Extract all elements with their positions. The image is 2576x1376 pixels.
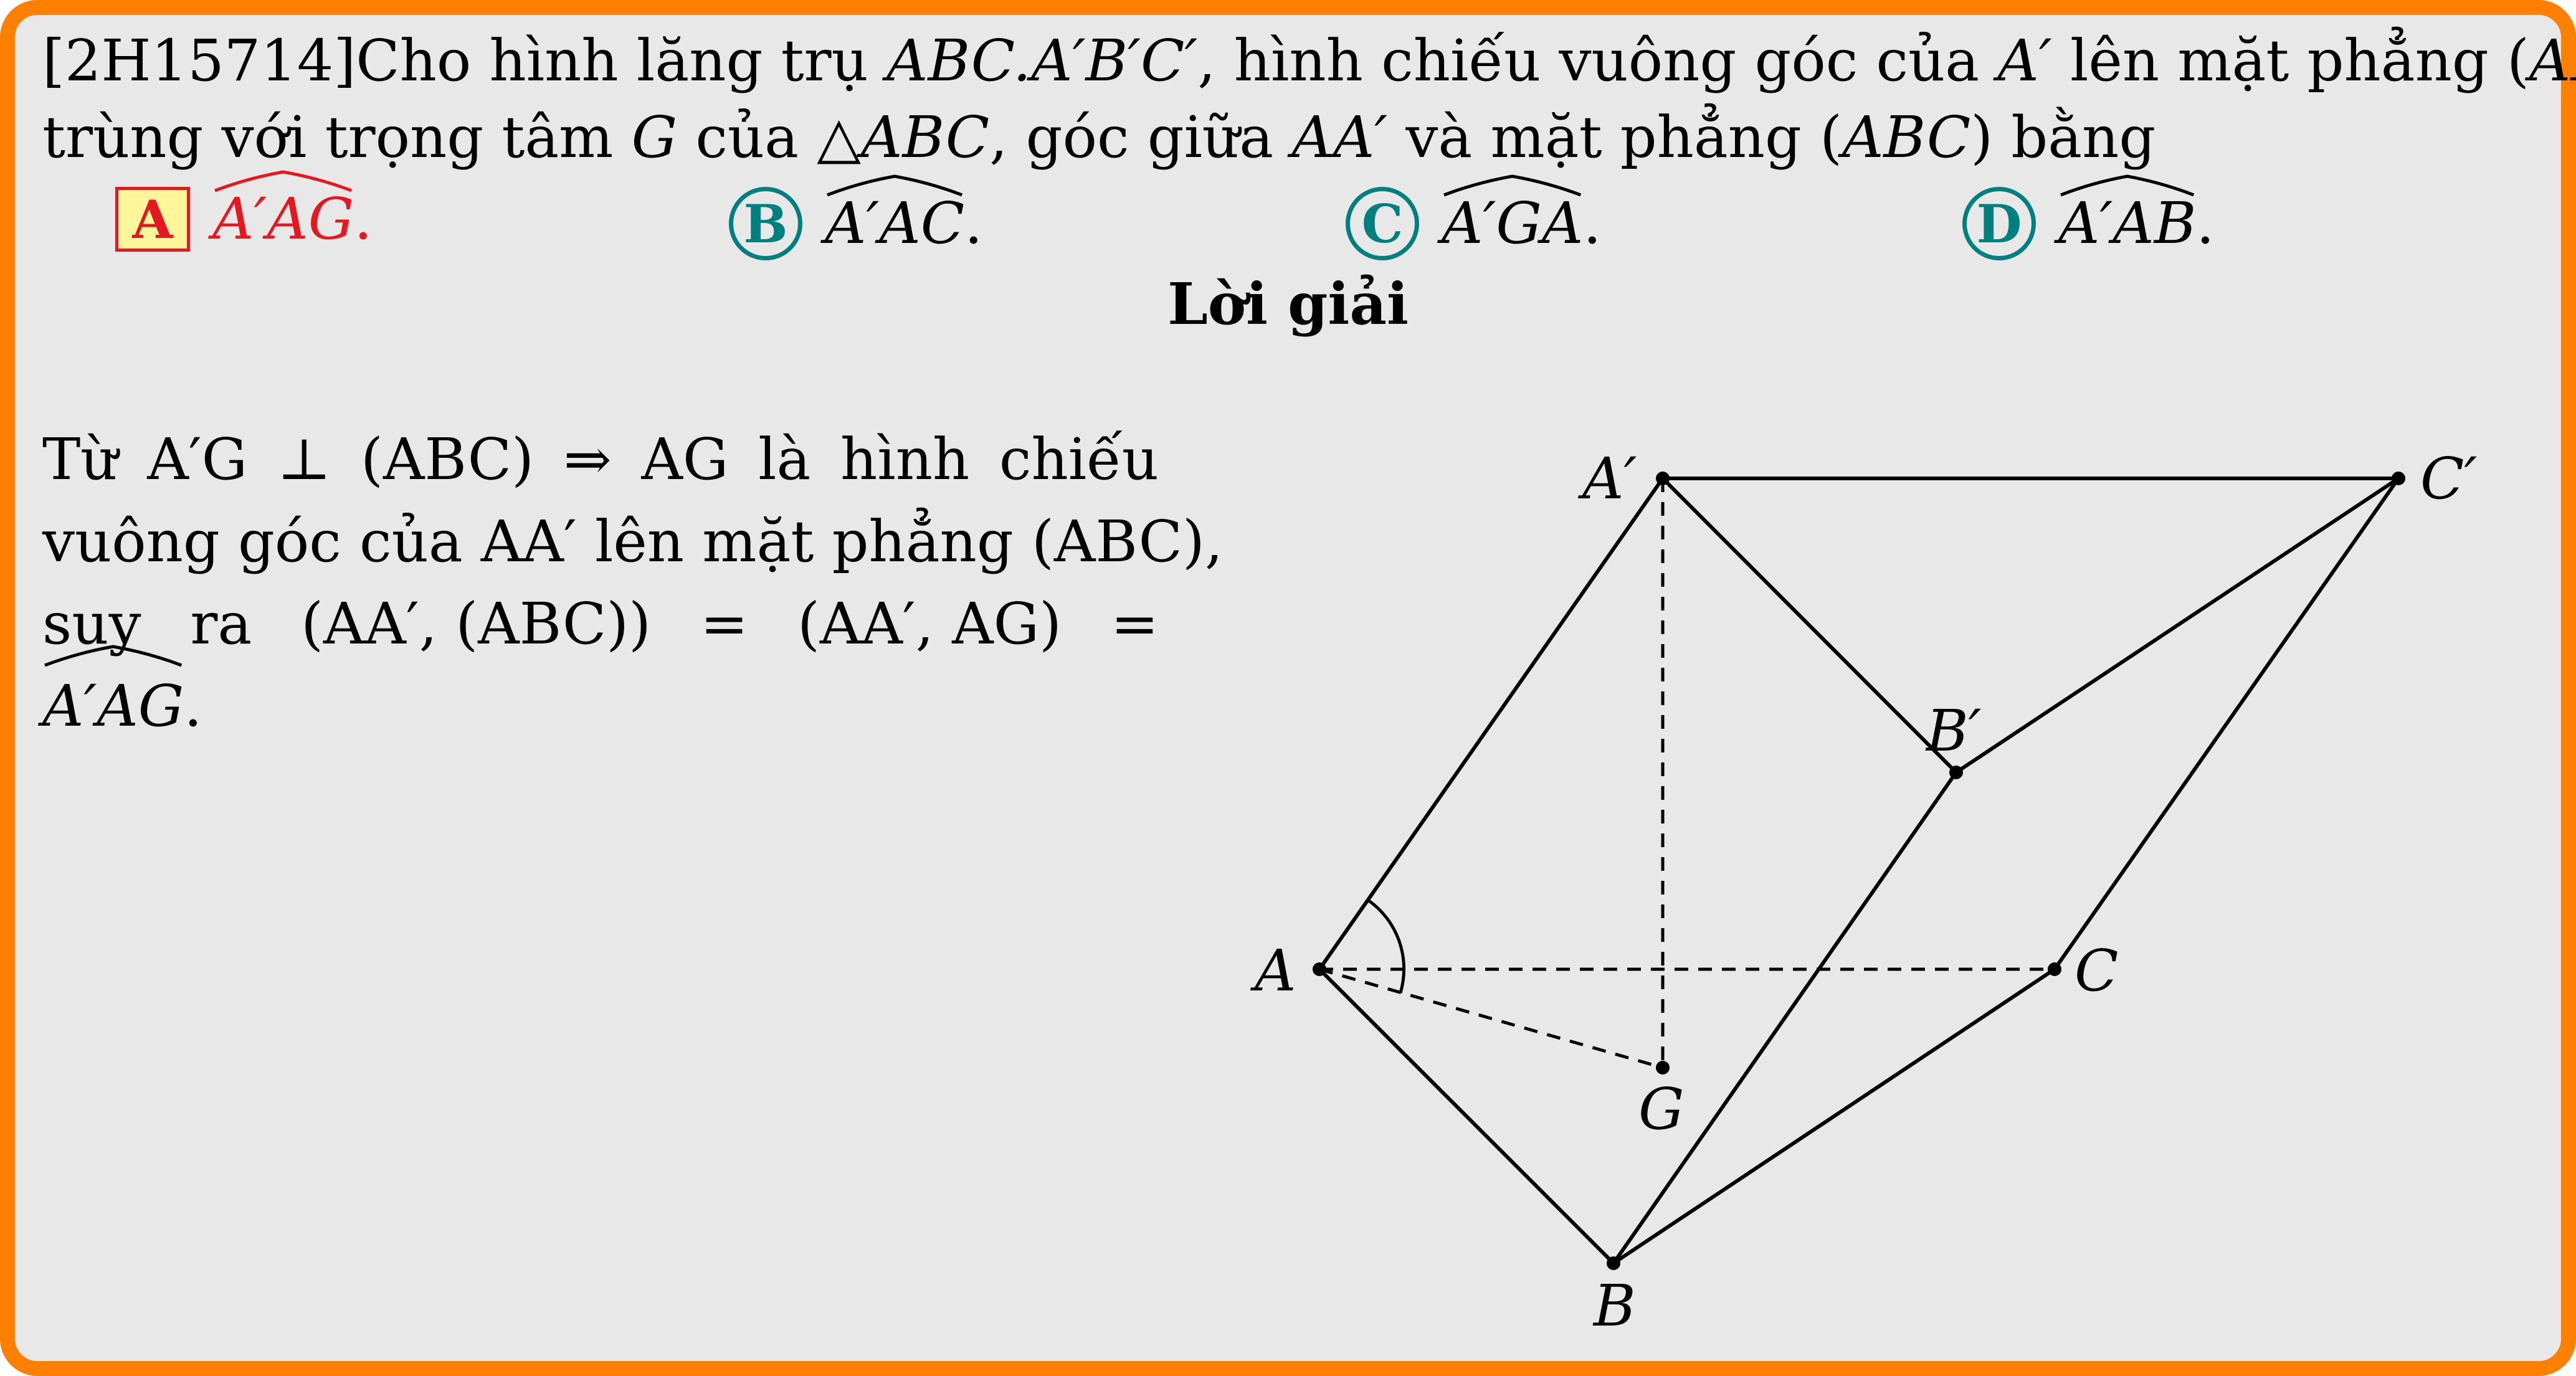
solution-word: (AA′, (ABC)) xyxy=(301,591,652,657)
label-b1: B′ xyxy=(1925,698,1982,764)
choice-a-suffix: . xyxy=(354,186,373,252)
question-line-2-part: ) bằng xyxy=(1970,104,2156,171)
angle-mark xyxy=(1367,898,1406,994)
label-c: C xyxy=(2075,937,2118,1004)
angle-hat-icon xyxy=(44,645,183,667)
choice-b-angle: A′AC xyxy=(825,174,964,252)
solution-line-4-suffix: . xyxy=(184,673,202,739)
solution-word: A′G xyxy=(147,426,248,493)
edge-a1b1 xyxy=(1661,477,1958,774)
edge-b1c1 xyxy=(1955,477,2400,774)
choice-c-suffix: . xyxy=(1583,190,1602,257)
question-line-1: [2H15714]Cho hình lăng trụ ABC.A′B′C′, h… xyxy=(42,32,2576,90)
question-code: [2H15714] xyxy=(42,27,356,94)
question-line-1-part: lên mặt phẳng ( xyxy=(2051,27,2529,94)
label-b: B xyxy=(1592,1273,1636,1339)
choice-c-angle-text: A′GA xyxy=(1442,190,1584,257)
angle-hat-icon xyxy=(1443,174,1582,197)
solution-word: hình xyxy=(840,426,970,493)
label-a: A xyxy=(1250,937,1296,1004)
solution-word: chiếu xyxy=(999,426,1159,493)
choice-b-badge: B xyxy=(729,187,802,260)
vertices xyxy=(1313,472,2405,1270)
angle-hat-icon xyxy=(827,174,963,197)
question-line-2-part: ABC xyxy=(1842,104,1971,171)
solution-angle-text: A′AG xyxy=(42,673,184,739)
solution-word: ⇒ xyxy=(563,426,612,493)
edge-aa1 xyxy=(1318,477,1665,970)
choice-c-badge: C xyxy=(1346,187,1419,260)
choice-b-angle-text: A′AC xyxy=(825,190,965,257)
choice-a-angle-text: A′AG xyxy=(212,186,354,252)
choice-a-angle: A′AG xyxy=(212,170,354,248)
question-line-1-part: Cho hình lăng trụ xyxy=(356,27,887,94)
choice-d-angle: A′AB xyxy=(2058,174,2196,252)
vertex-labels: A′ C′ B′ A C G B xyxy=(1250,445,2477,1339)
solution-word: là xyxy=(758,426,811,493)
question-line-2-part: của △ xyxy=(677,104,862,171)
label-a1: A′ xyxy=(1577,445,1637,512)
question-line-2-part: trùng với trọng tâm xyxy=(42,104,632,171)
choice-c-angle: A′GA xyxy=(1442,174,1583,252)
solution-word: = xyxy=(1110,591,1159,657)
solution-line-4: A′AG . xyxy=(42,645,1159,747)
point-a1 xyxy=(1656,472,1670,485)
solution-line-2: vuông góc của AA′ lên mặt phẳng (ABC), xyxy=(42,501,1223,583)
question-text-1: Cho hình lăng trụ ABC.A′B′C′, hình chiếu… xyxy=(356,27,2576,94)
solution-word: ⊥ xyxy=(277,426,331,493)
point-c xyxy=(2048,962,2061,976)
question-text-2: trùng với trọng tâm G của △ABC, góc giữa… xyxy=(42,104,2155,171)
solution-angle: A′AG xyxy=(42,645,184,747)
solution-heading: Lời giải xyxy=(1167,270,1409,338)
edge-bb1 xyxy=(1612,771,1958,1264)
solution-line-2-text: vuông góc của AA′ lên mặt phẳng (ABC), xyxy=(42,508,1224,575)
choice-d[interactable]: D A′AB . xyxy=(1962,174,2215,260)
question-line-2-part: và mặt phẳng ( xyxy=(1387,104,1843,171)
choice-b[interactable]: B A′AC . xyxy=(729,174,983,260)
question-line-2-part: ABC xyxy=(861,104,990,171)
point-a xyxy=(1313,962,1326,976)
solution-word: AG xyxy=(641,426,729,493)
solution-word: (ABC) xyxy=(361,426,534,493)
choice-c[interactable]: C A′GA . xyxy=(1346,174,1602,260)
label-g: G xyxy=(1638,1076,1685,1142)
edge-bc xyxy=(1612,967,2056,1265)
choice-b-suffix: . xyxy=(964,190,983,257)
solution-word: (AA′, AG) xyxy=(797,591,1062,657)
point-b1 xyxy=(1949,766,1963,779)
point-b xyxy=(1607,1256,1620,1270)
edge-ab xyxy=(1318,967,1615,1265)
question-line-2-part: , góc giữa xyxy=(989,104,1292,171)
choice-d-suffix: . xyxy=(2196,190,2215,257)
question-line-1-part: ABC xyxy=(2529,27,2576,94)
angle-hat-icon xyxy=(214,170,353,192)
point-g xyxy=(1656,1061,1670,1075)
question-line-2-part: AA′ xyxy=(1291,104,1388,171)
choice-d-angle-text: A′AB xyxy=(2058,190,2197,257)
choice-d-badge: D xyxy=(1962,187,2036,260)
question-line-1-part: , hình chiếu vuông góc của xyxy=(1197,27,1998,94)
label-c1: C′ xyxy=(2420,445,2477,512)
point-c1 xyxy=(2392,472,2405,485)
solution-word: = xyxy=(700,591,749,657)
question-line-2: trùng với trọng tâm G của △ABC, góc giữa… xyxy=(42,109,2155,166)
solution-word: Từ xyxy=(42,426,118,493)
solid-edges xyxy=(1318,477,2400,1265)
choice-a-badge: A xyxy=(115,187,190,252)
question-line-1-part: A′ xyxy=(1997,27,2052,94)
solution-word: ra xyxy=(190,591,252,657)
prism-figure: A′ C′ B′ A C G B xyxy=(1250,445,2477,1339)
solution-word: suy xyxy=(42,591,141,657)
edge-ag xyxy=(1319,967,1663,1070)
edge-cc1 xyxy=(2053,477,2400,970)
choice-a[interactable]: A A′AG . xyxy=(115,170,373,252)
hidden-edges xyxy=(1319,478,2055,1070)
question-line-2-part: G xyxy=(631,104,678,171)
question-line-1-part: ABC.A′B′C′ xyxy=(886,27,1198,94)
angle-hat-icon xyxy=(2060,174,2195,197)
